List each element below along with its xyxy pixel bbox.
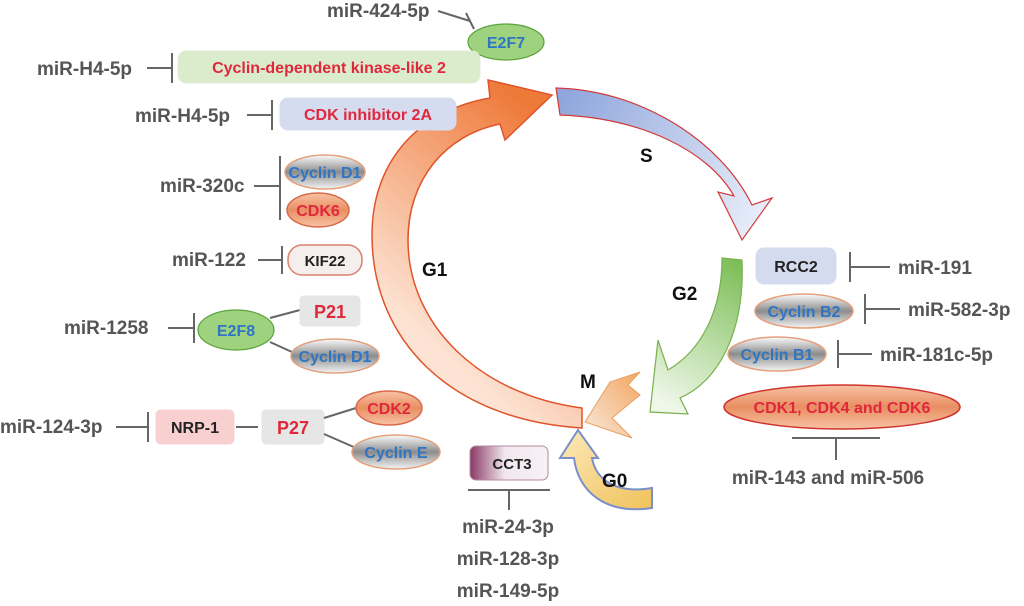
target-node <box>290 338 380 374</box>
inhibition-line <box>468 489 550 510</box>
target-node <box>279 97 457 131</box>
mirna-label: miR-191 <box>898 258 972 279</box>
mirna-label: miR-320c <box>160 176 245 197</box>
phase-label-s: S <box>640 146 653 167</box>
phase-label-g1: G1 <box>422 260 448 281</box>
inhibition-line <box>254 156 281 220</box>
mirna-label: miR-H4-5p <box>37 59 132 80</box>
phase-label-m: M <box>580 372 596 393</box>
inhibition-line <box>849 252 890 282</box>
mirna-label: miR-181c-5p <box>880 345 993 366</box>
target-node <box>155 409 235 445</box>
s-arrow <box>555 87 774 242</box>
mirna-label: miR-143 and miR-506 <box>732 468 924 489</box>
inhibition-line <box>168 313 195 343</box>
target-label: CDK6 <box>296 203 340 220</box>
target-label: E2F7 <box>487 35 525 52</box>
m-arrow <box>584 371 641 439</box>
target-label: NRP-1 <box>171 420 219 437</box>
inhibition-line <box>437 10 475 30</box>
inhibition-line <box>247 100 273 130</box>
inhibition-line <box>116 412 149 442</box>
g2-arrow <box>649 257 743 415</box>
inhibition-line <box>864 294 900 324</box>
phase-label-g0: G0 <box>602 471 627 492</box>
target-label: KIF22 <box>305 253 346 270</box>
mirna-label: miR-H4-5p <box>135 106 230 127</box>
target-label: CDK1, CDK4 and CDK6 <box>754 400 931 417</box>
inhibition-line <box>147 53 173 83</box>
g0-arrow <box>558 428 653 511</box>
target-label: CCT3 <box>492 456 531 473</box>
mirna-label: miR-124-3p <box>0 417 102 438</box>
target-label: CDK2 <box>367 401 411 418</box>
mirna-label: miR-582-3p <box>908 300 1010 321</box>
target-label: Cyclin D1 <box>299 349 372 366</box>
phase-label-g2: G2 <box>672 284 697 305</box>
target-node <box>286 192 350 228</box>
mirna-label: miR-1258 <box>64 318 149 339</box>
target-label: P27 <box>277 418 309 438</box>
connector-line <box>269 309 301 353</box>
target-node <box>287 244 363 276</box>
target-node <box>299 295 361 327</box>
target-node <box>284 154 366 190</box>
mirna-label: miR-24-3p <box>462 517 554 538</box>
inhibition-line <box>258 246 283 274</box>
target-node <box>197 309 275 351</box>
target-label: P21 <box>314 302 346 322</box>
connector-line <box>323 407 357 449</box>
target-node <box>727 336 827 372</box>
inhibition-line <box>792 437 880 460</box>
mirna-label: miR-122 <box>172 250 246 271</box>
target-node <box>755 247 837 285</box>
mirna-label: miR-149-5p <box>457 581 559 602</box>
target-label: Cyclin B2 <box>768 304 841 321</box>
target-label: Cyclin-dependent kinase-like 2 <box>212 60 446 77</box>
g1-arrow <box>371 79 583 429</box>
target-label: RCC2 <box>774 259 818 276</box>
target-node <box>261 409 325 445</box>
mirna-label: miR-128-3p <box>457 549 559 570</box>
target-node <box>723 384 961 430</box>
target-label: CDK inhibitor 2A <box>304 107 432 124</box>
target-node <box>351 434 441 470</box>
target-node <box>355 390 423 426</box>
target-node <box>467 23 545 61</box>
target-node <box>177 50 481 84</box>
target-label: Cyclin B1 <box>741 347 814 364</box>
target-node <box>469 445 549 481</box>
mirna-label: miR-424-5p <box>327 1 429 22</box>
inhibition-line <box>837 340 872 368</box>
target-label: Cyclin E <box>364 445 427 462</box>
target-label: Cyclin D1 <box>289 165 362 182</box>
target-label: E2F8 <box>217 323 255 340</box>
target-node <box>754 293 854 329</box>
